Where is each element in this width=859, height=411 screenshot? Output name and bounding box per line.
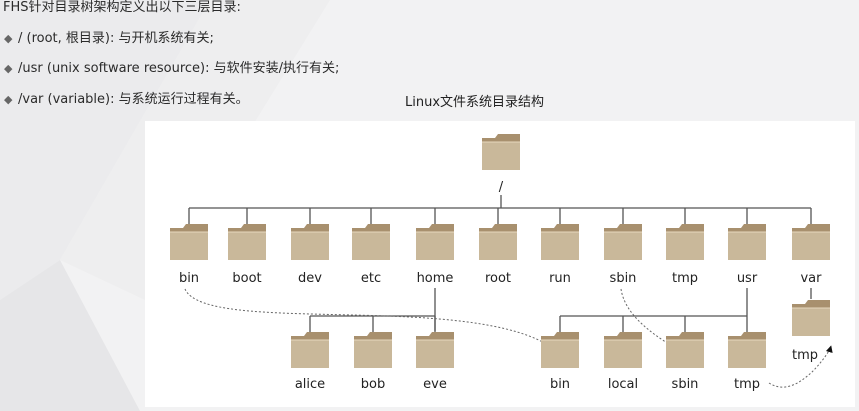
folder-home-bob: bob [354,332,392,392]
link-bin-to-usr-bin [184,288,555,350]
folder-label: alice [295,377,325,392]
bullet-root: ◆/ (root, 根目录): 与开机系统有关; [4,31,214,46]
folder-label: bob [361,377,385,392]
folder-label: tmp [672,271,698,286]
folder-var: var [792,224,830,286]
folder-sbin: sbin [604,224,642,286]
folder-label: usr [737,271,758,286]
folder-home: home [416,224,454,286]
folder-usr-sbin: sbin [666,332,704,392]
diamond-bullet-icon: ◆ [4,93,13,106]
directory-tree-diagram: / bin boot dev etc home root run sbin tmp usr var al… [145,121,855,407]
folder-label: sbin [672,377,699,392]
folder-dev: dev [291,224,329,286]
folder-home-eve: eve [416,332,454,392]
folder-boot: boot [228,224,266,286]
tree-connector-lines [188,195,812,333]
folder-root: root [479,224,517,286]
folder-usr: usr [728,224,766,286]
folder-home-alice: alice [291,332,329,392]
folder-label: bin [550,377,570,392]
folder-label: sbin [610,271,637,286]
folder-usr-tmp: tmp [728,332,766,392]
folder-bin: bin [170,224,208,286]
intro-text: FHS针对目录树架构定义出以下三层目录: [3,0,241,15]
diamond-bullet-icon: ◆ [4,32,13,45]
folder-label: home [417,271,454,286]
folder-usr-bin: bin [541,332,579,392]
folder-root [482,134,520,170]
folder-usr-local: local [604,332,642,392]
folder-label: local [608,377,638,392]
directory-tree-svg: / bin boot dev etc home root run sbin tmp usr var al… [170,134,833,392]
folder-label: bin [179,271,199,286]
diamond-bullet-icon: ◆ [4,62,13,75]
link-usr-tmp-to-var-tmp [768,345,833,388]
folder-label: etc [361,271,381,286]
folder-label: tmp [734,377,760,392]
folder-label: dev [298,271,322,286]
folder-label: eve [423,377,447,392]
folder-etc: etc [352,224,390,286]
diagram-caption: Linux文件系统目录结构 [405,95,545,110]
folder-label: tmp [792,348,818,363]
folder-label: run [549,271,571,286]
folder-var-tmp [792,300,830,336]
folder-label: var [800,271,822,286]
bullet-var: ◆/var (variable): 与系统运行过程有关。 [4,92,249,107]
folder-run: run [541,224,579,286]
folder-label: boot [232,271,261,286]
folder-label: root [485,271,511,286]
root-label: / [499,180,504,195]
folder-tmp: tmp [666,224,704,286]
bullet-usr: ◆/usr (unix software resource): 与软件安装/执行… [4,61,340,76]
